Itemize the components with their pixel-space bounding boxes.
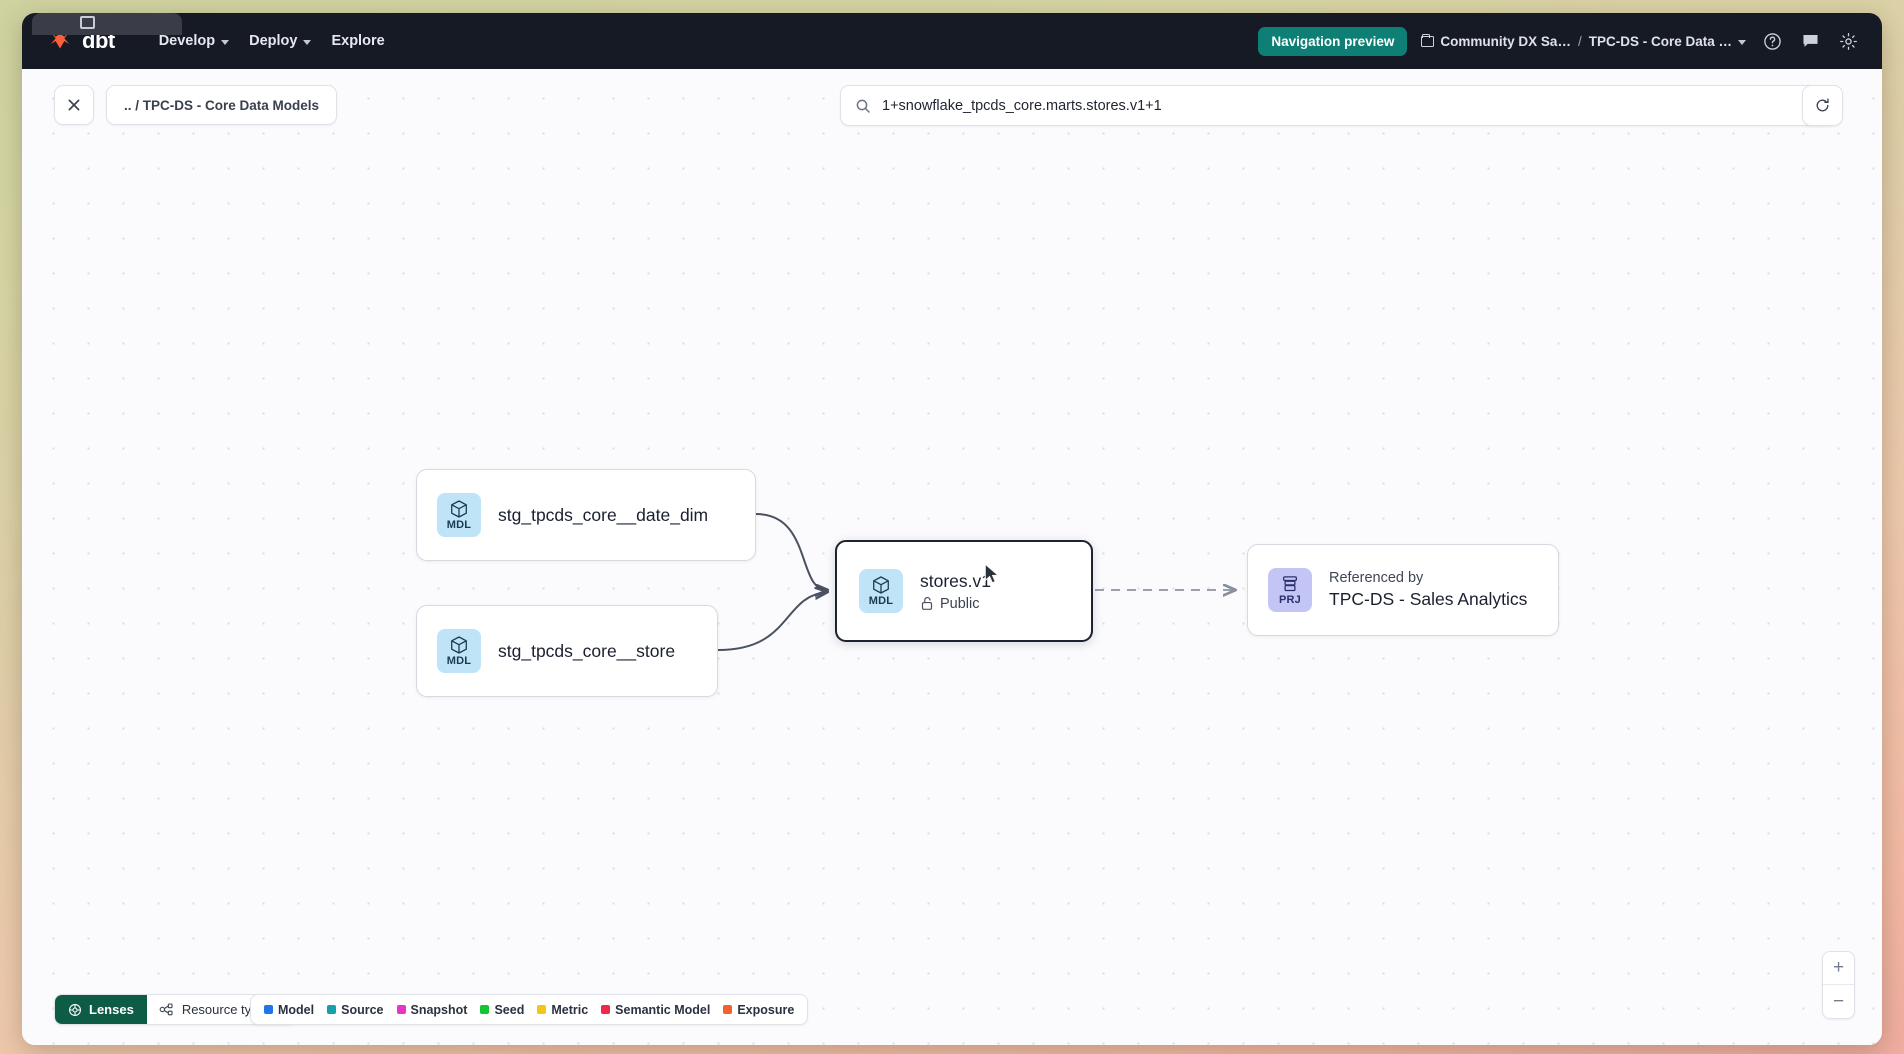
graph-node-stg-tpcds-core-date-dim[interactable]: MDL stg_tpcds_core__date_dim [416,469,756,561]
close-icon [68,99,80,111]
edge-date-dim-to-stores [755,513,827,590]
breadcrumb-project[interactable]: TPC-DS - Core Data … [1589,34,1746,49]
help-icon[interactable] [1760,29,1784,53]
legend-item-metric: Metric [537,1003,588,1017]
node-badge-label: PRJ [1279,594,1301,606]
graph-breadcrumb-chip[interactable]: .. / TPC-DS - Core Data Models [106,85,338,125]
navigation-preview-badge[interactable]: Navigation preview [1258,26,1408,56]
cube-icon [451,636,467,654]
node-text-column: stg_tpcds_core__store [498,641,675,662]
resource-type-legend: Model Source Snapshot Seed Metric Semant… [250,994,809,1025]
feedback-icon[interactable] [1798,29,1822,53]
dbt-logo-icon [50,31,70,49]
legend-label: Exposure [737,1002,795,1017]
node-title: stg_tpcds_core__date_dim [498,504,709,525]
nav-item-deploy[interactable]: Deploy [239,27,321,55]
node-title: stores.v1 [920,570,991,591]
legend-item-source: Source [327,1002,384,1017]
legend-item-semantic-model: Semantic Model [601,1003,710,1017]
zoom-controls: + − [1822,951,1855,1019]
search-icon [856,99,870,113]
node-badge-label: MDL [446,655,472,667]
window-chrome-nub [32,13,182,35]
node-text-column: Referenced by TPC-DS - Sales Analytics [1329,570,1527,610]
refresh-icon [1816,98,1829,112]
node-access-row: Public [920,596,991,612]
zoom-in-button[interactable]: + [1823,952,1854,985]
lineage-edges [717,513,1882,651]
chevron-down-icon [1738,39,1746,45]
legend-item-seed: Seed [480,1003,524,1017]
node-badge-mdl: MDL [437,493,481,537]
edge-store-to-stores [717,592,827,651]
lineage-search-box[interactable]: 1+snowflake_tpcds_core.marts.stores.v1+1 [840,85,1838,126]
legend-swatch [723,1005,733,1014]
chevron-down-icon [303,39,312,45]
top-navigation-right: Navigation preview Community DX Sa… / TP… [1258,26,1860,56]
top-navigation-bar: dbt Develop Deploy Explore Navigation pr… [22,13,1882,69]
cube-icon [451,500,467,518]
zoom-out-button[interactable]: − [1832,990,1845,1012]
legend-label: Snapshot [410,1002,468,1017]
nav-item-develop-label: Develop [158,33,216,49]
node-text-column: stg_tpcds_core__date_dim [498,505,708,526]
project-icon [1283,576,1297,592]
search-input[interactable]: 1+snowflake_tpcds_core.marts.stores.v1+1 [882,97,1162,114]
legend-swatch [396,1005,406,1014]
cube-icon [873,576,889,594]
legend-swatch [480,1005,490,1014]
settings-icon[interactable] [1836,29,1860,53]
nav-item-explore[interactable]: Explore [321,27,394,55]
resource-type-label: Resource type [181,1002,266,1017]
folder-icon [1421,33,1435,47]
app-window: dbt Develop Deploy Explore Navigation pr… [22,13,1882,1045]
breadcrumb-account[interactable]: Community DX Sa… [1421,33,1571,49]
legend-label: Metric [551,1002,589,1017]
node-eyebrow: Referenced by [1329,570,1424,586]
node-badge-label: MDL [868,595,894,607]
lenses-button-label: Lenses [89,1002,134,1017]
legend-swatch [264,1005,273,1014]
legend-swatch [537,1005,547,1014]
graph-node-stg-tpcds-core-store[interactable]: MDL stg_tpcds_core__store [416,605,718,697]
lineage-canvas[interactable]: .. / TPC-DS - Core Data Models 1+snowfla… [22,69,1882,1045]
graph-node-tpc-ds-sales-analytics[interactable]: PRJ Referenced by TPC-DS - Sales Analyti… [1247,544,1559,636]
lens-icon [69,1003,81,1016]
node-text-column: stores.v1 Public [920,571,991,612]
nav-item-develop[interactable]: Develop [149,27,239,55]
legend-label: Source [341,1002,384,1017]
legend-label: Seed [494,1002,525,1017]
legend-label: Semantic Model [615,1002,711,1017]
nav-item-explore-label: Explore [331,33,385,49]
refresh-button[interactable] [1802,85,1843,126]
legend-item-snapshot: Snapshot [396,1002,468,1017]
nav-item-deploy-label: Deploy [249,33,298,49]
chevron-down-icon [221,39,230,45]
legend-swatch [601,1005,611,1014]
nodes-icon [159,1003,173,1016]
node-title: TPC-DS - Sales Analytics [1329,589,1528,609]
legend-item-exposure: Exposure [723,1003,794,1017]
node-access-label: Public [940,595,980,612]
breadcrumb-account-label: Community DX Sa… [1440,33,1571,49]
node-badge-label: MDL [446,519,472,531]
close-graph-button[interactable] [54,85,94,125]
legend-swatch [327,1005,337,1014]
breadcrumb-separator: / [1577,33,1582,49]
breadcrumb-project-label: TPC-DS - Core Data … [1588,33,1732,49]
unlock-icon [921,596,933,610]
node-title: stg_tpcds_core__store [498,640,676,661]
node-badge-mdl: MDL [437,629,481,673]
window-tab-icon [80,16,95,29]
legend-item-model: Model [264,1003,314,1017]
graph-node-stores-v1[interactable]: MDL stores.v1 Public [835,540,1093,642]
legend-label: Model [278,1002,315,1017]
breadcrumb: Community DX Sa… / TPC-DS - Core Data … [1421,33,1746,49]
node-badge-prj: PRJ [1268,568,1312,612]
node-badge-mdl: MDL [859,569,903,613]
lenses-button[interactable]: Lenses [55,995,147,1024]
